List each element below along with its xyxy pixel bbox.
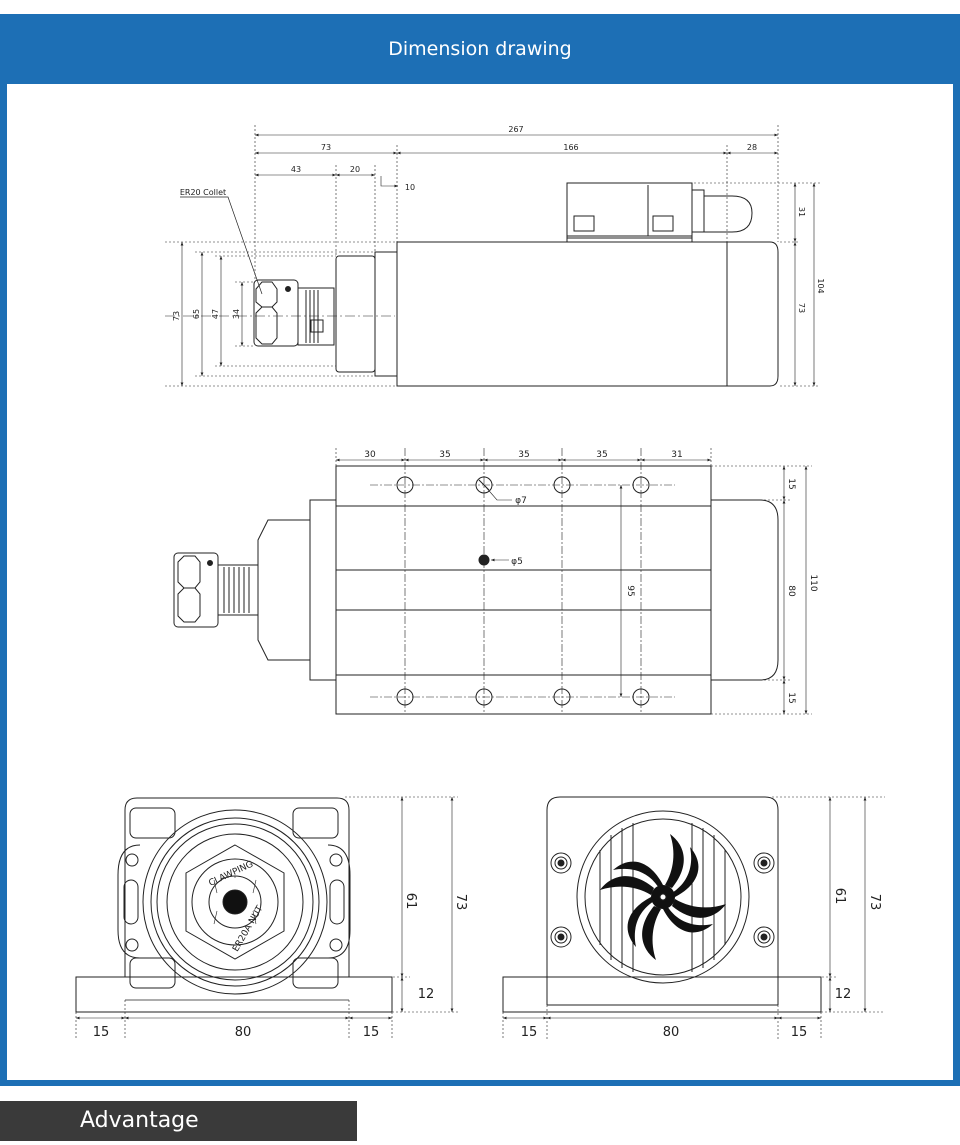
rear-fan-guard-outer: [576, 810, 750, 984]
dim-spacing-1: 30: [364, 450, 376, 460]
rear-screws: [550, 852, 775, 948]
drawing-area: 267 73 166 28 43 20 10 ER20 Collet 73 65…: [7, 84, 953, 1080]
dim-10: 10: [405, 183, 415, 192]
rear-body: [546, 796, 779, 1005]
front-dim-12: 12: [418, 987, 435, 1002]
side-body: [396, 241, 728, 387]
side-front-bearing: [335, 255, 376, 373]
dim-34: 34: [232, 309, 241, 319]
dim-spacing-2: 35: [439, 450, 450, 460]
side-cable-gland: [703, 195, 753, 233]
side-flange: [374, 251, 398, 377]
dim-spacing-4: 35: [596, 450, 607, 460]
dimension-drawing-panel: Dimension drawing: [0, 14, 960, 1086]
rear-view-labels: 61 73 12 15 80 15: [521, 888, 882, 1040]
rear-dim-61: 61: [832, 888, 847, 905]
top-view-labels: 30 35 35 35 31 φ7 φ5 95 15 80 15 110: [364, 450, 818, 704]
dim-110: 110: [808, 574, 818, 591]
dim-104: 104: [816, 278, 825, 293]
dim-47: 47: [211, 309, 220, 319]
side-collet-nut: [253, 279, 299, 347]
front-dim-80: 80: [235, 1025, 252, 1040]
rear-base: [502, 976, 822, 1013]
front-view: [75, 796, 458, 1040]
front-dim-15-left: 15: [93, 1025, 110, 1040]
top-view: [173, 448, 812, 715]
front-housing-outer: [142, 809, 328, 995]
top-mount-plate: [335, 465, 712, 715]
front-hex-nut: [185, 844, 285, 960]
side-view: [165, 125, 820, 387]
advantage-title: Advantage: [80, 1108, 199, 1133]
advantage-section-header: Advantage: [0, 1101, 357, 1141]
dim-15-bottom: 15: [786, 692, 796, 703]
dim-95: 95: [625, 585, 635, 596]
dim-65: 65: [192, 309, 201, 319]
front-spindle-bore: [222, 889, 248, 915]
front-dim-61: 61: [403, 893, 418, 910]
dim-166: 166: [563, 143, 578, 152]
side-tail: [727, 241, 779, 387]
hole-phi5-label: φ5: [511, 557, 523, 567]
dim-spacing-3: 35: [518, 450, 529, 460]
mount-holes: [396, 476, 650, 706]
rear-view: [502, 796, 885, 1040]
rear-dim-15-right: 15: [791, 1025, 808, 1040]
rear-fan-blades: [600, 834, 726, 960]
rear-dim-73: 73: [867, 894, 882, 911]
top-front-bearing: [257, 519, 310, 661]
dim-73-right: 73: [797, 303, 806, 313]
rear-dim-12: 12: [835, 987, 852, 1002]
collet-label: ER20 Collet: [180, 188, 226, 197]
dim-73-left: 73: [172, 311, 181, 321]
rear-fan-grille: [599, 823, 726, 972]
front-base: [75, 976, 393, 1013]
dim-20: 20: [350, 165, 360, 174]
panel-title: Dimension drawing: [388, 38, 572, 60]
top-collet-nut: [173, 552, 219, 628]
dim-267: 267: [508, 125, 523, 134]
dim-spacing-5: 31: [671, 450, 682, 460]
dim-80-side: 80: [786, 585, 796, 597]
front-dim-73: 73: [453, 894, 468, 911]
hole-phi7-label: φ7: [515, 496, 527, 506]
front-dim-15-right: 15: [363, 1025, 380, 1040]
dim-28: 28: [747, 143, 757, 152]
front-view-labels: CLAWPING ER20A NUT 61 73 12 15 80 15: [93, 860, 468, 1040]
rear-dim-15-left: 15: [521, 1025, 538, 1040]
dim-15-top: 15: [786, 478, 796, 489]
top-tail: [711, 499, 779, 681]
rear-dim-80: 80: [663, 1025, 680, 1040]
dim-43: 43: [291, 165, 301, 174]
dim-31: 31: [797, 207, 806, 217]
side-view-labels: 267 73 166 28 43 20 10 ER20 Collet 73 65…: [172, 125, 825, 321]
side-shaft: [297, 287, 335, 346]
dim-73-front: 73: [321, 143, 331, 152]
